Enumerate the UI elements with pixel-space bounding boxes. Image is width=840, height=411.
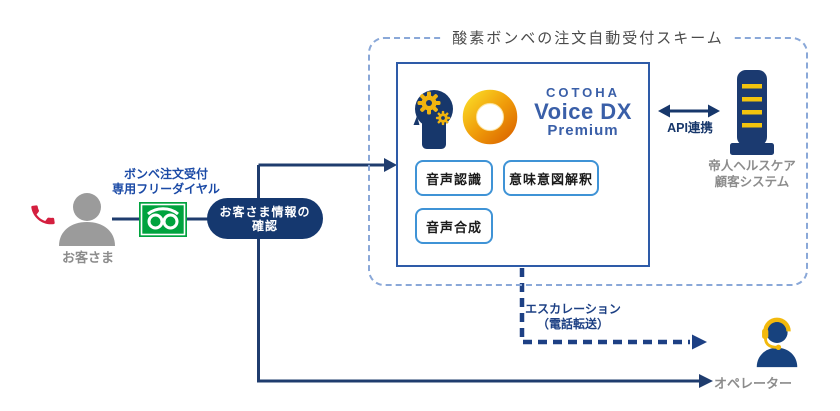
gear-icon-small xyxy=(435,110,451,126)
arrowhead-operator xyxy=(699,374,713,388)
freedial-label: ボンベ注文受付 専用フリーダイヤル xyxy=(96,167,236,197)
arrowhead-api-right xyxy=(708,104,720,118)
confirm-pill-line1: お客さま情報の xyxy=(219,204,311,219)
phone-icon xyxy=(31,205,55,225)
cotoha-ring-logo xyxy=(462,89,518,145)
confirm-pill: お客さま情報の 確認 xyxy=(207,198,323,239)
server-icon xyxy=(730,70,774,155)
cotoha-logo-row: COTOHA Voice DX Premium xyxy=(398,64,648,159)
gear-icon xyxy=(417,91,441,115)
api-link-label: API連携 xyxy=(667,121,713,135)
cotoha-brand-block: COTOHA Voice DX Premium xyxy=(524,86,642,139)
headset-icon xyxy=(763,317,791,332)
freedial-label-line1: ボンベ注文受付 xyxy=(123,167,208,181)
customer-icon xyxy=(59,193,115,246)
customer-label: お客さま xyxy=(61,250,114,265)
scheme-container: 酸素ボンベの注文自動受付スキーム xyxy=(368,27,808,286)
cotoha-edition: Premium xyxy=(547,122,619,140)
arrowhead-cotoha xyxy=(384,158,397,172)
crm-system-label: 帝人ヘルスケア 顧客システム xyxy=(690,158,814,190)
cotoha-brand: COTOHA xyxy=(545,85,621,100)
freedial-label-line2: 専用フリーダイヤル xyxy=(112,182,220,196)
operator-label: オペレーター xyxy=(714,376,793,391)
confirm-pill-line2: 確認 xyxy=(251,218,278,233)
arrowhead-escalation xyxy=(692,334,707,350)
scheme-title: 酸素ボンベの注文自動受付スキーム xyxy=(442,27,734,48)
escalation-line1: エスカレーション xyxy=(525,302,621,316)
ai-head-icon xyxy=(413,90,453,149)
crm-system-line2: 顧客システム xyxy=(714,175,790,189)
arrowhead-api-left xyxy=(658,104,670,118)
freedial-icon xyxy=(139,202,187,237)
operator-icon xyxy=(756,317,798,368)
capability-intent-interpretation: 意味意図解釈 xyxy=(503,160,599,196)
escalation-dashed-line xyxy=(519,268,690,345)
crm-system-line1: 帝人ヘルスケア xyxy=(708,159,796,173)
escalation-line2: （電話転送） xyxy=(536,317,609,331)
cotoha-product: Voice DX xyxy=(534,98,632,124)
capability-speech-recognition: 音声認識 xyxy=(415,160,493,196)
capability-speech-synthesis: 音声合成 xyxy=(415,208,493,244)
escalation-label: エスカレーション （電話転送） xyxy=(508,302,638,332)
cotoha-box: COTOHA Voice DX Premium 音声認識 意味意図解釈 音声合成 xyxy=(396,62,650,267)
